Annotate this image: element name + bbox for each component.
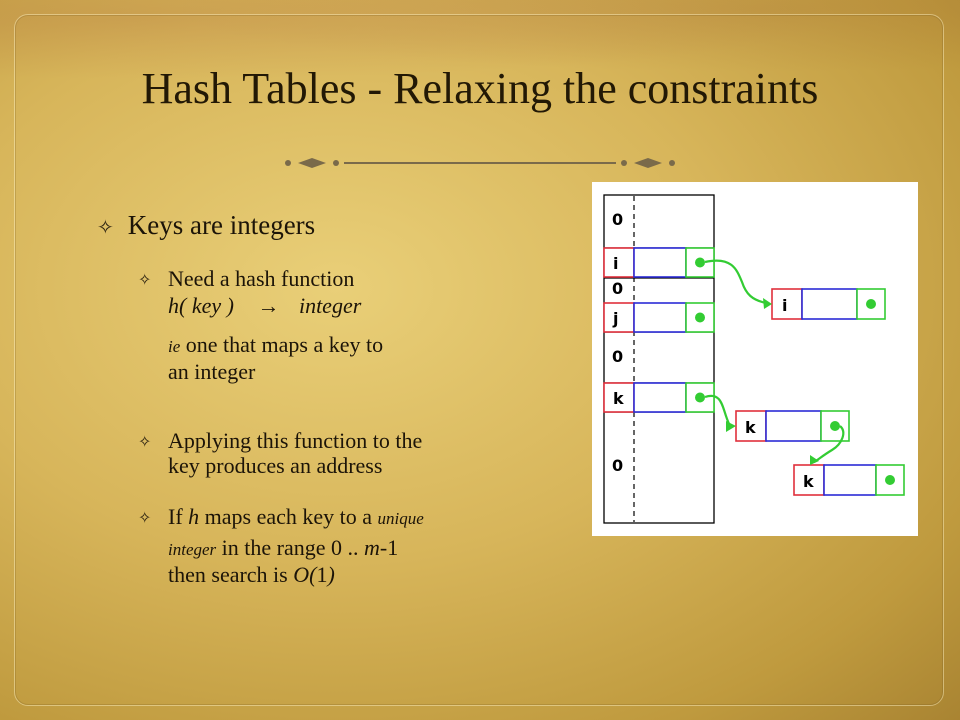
sub-bullet-line: an integer <box>168 359 256 384</box>
text-run: in the range 0 .. <box>216 535 365 560</box>
text-run-italic: m <box>364 535 380 560</box>
unique-line-1: If h maps each key to a unique <box>168 504 558 531</box>
sub-bullet-line: Applying this function to the <box>168 428 423 453</box>
slot-key: k <box>613 389 624 408</box>
text-run: If <box>168 504 189 529</box>
pointer-i <box>704 259 767 305</box>
sub-bullet-address: ✧ Applying this function to the key prod… <box>138 428 558 478</box>
text-run: 1 <box>316 562 328 587</box>
text-run: then search is <box>168 562 294 587</box>
slot-label: 0 <box>612 347 623 366</box>
node-key: k <box>745 418 756 437</box>
text-run-italic: h <box>188 504 200 529</box>
unique-line-3: then search is O(1) <box>168 562 558 587</box>
ornamental-divider <box>285 158 675 168</box>
text-run-italic: integer <box>168 540 217 559</box>
slot-j: j <box>603 302 715 333</box>
slot-label: 0 <box>612 456 623 475</box>
formula-fn: h( key ) <box>168 293 234 318</box>
unique-line-2: integer in the range 0 .. m-1 <box>168 535 558 562</box>
hash-function-formula: h( key ) → integer <box>168 293 558 318</box>
table-outline <box>603 194 715 524</box>
slot-label: 0 <box>612 279 623 298</box>
slot-k: k <box>603 382 715 413</box>
pointer-k-chain <box>813 425 845 463</box>
four-point-star-icon: ✧ <box>97 217 114 239</box>
text-run: maps each key to a <box>199 504 378 529</box>
bullet-keys-are-integers: ✧ Keys are integers <box>97 208 315 245</box>
four-point-star-icon: ✧ <box>138 510 152 527</box>
four-point-star-icon: ✧ <box>138 272 152 289</box>
text-run-italic: O( <box>293 562 317 587</box>
arrow-head <box>763 298 772 309</box>
text-run: -1 <box>379 535 399 560</box>
arrow-head <box>726 421 736 432</box>
four-point-star-icon: ✧ <box>138 434 152 451</box>
slot-label: 0 <box>612 210 623 229</box>
sub-bullet-line: key produces an address <box>168 453 383 478</box>
sub-bullet-ie-line: ie one that maps a key to <box>168 332 558 359</box>
slot-i: i <box>603 247 715 278</box>
node-key: i <box>782 296 787 315</box>
slot-key: i <box>613 254 618 273</box>
arrow-head <box>810 455 819 465</box>
formula-result: integer <box>298 293 362 318</box>
sub-bullet-hash-function: ✧ Need a hash function h( key ) → intege… <box>138 266 558 384</box>
chain-node-i: i <box>771 288 886 320</box>
slot-key: j <box>612 309 618 328</box>
slide-title: Hash Tables - Relaxing the constraints <box>141 64 819 113</box>
chain-node-k-1: k <box>735 410 850 442</box>
sub-bullet-unique: ✧ If h maps each key to a unique integer… <box>138 504 558 587</box>
arrow-icon: → <box>257 293 280 318</box>
text-run-italic: unique <box>377 509 424 528</box>
ie-text: ie <box>168 337 181 356</box>
hash-table-diagram: 0 0 0 0 i j <box>592 182 918 536</box>
arrow-heads <box>726 298 819 465</box>
node-key: k <box>803 472 814 491</box>
chain-node-k-2: k <box>793 464 905 496</box>
slide-frame <box>14 14 944 706</box>
bullet-text: Keys are integers <box>127 210 316 240</box>
ie-rest: one that maps a key to <box>180 332 384 357</box>
text-run-italic: ) <box>327 562 335 587</box>
sub-bullet-line: Need a hash function <box>168 266 355 291</box>
